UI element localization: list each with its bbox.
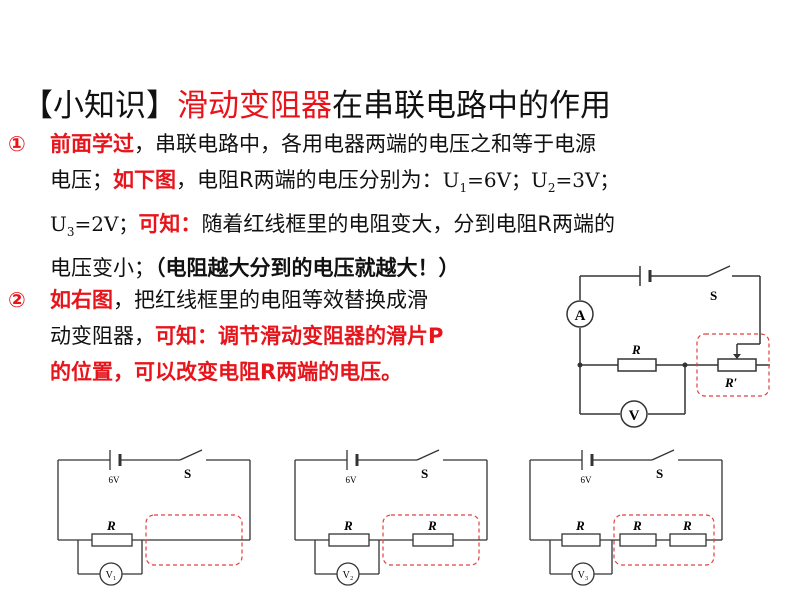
svg-text:6V: 6V [346,475,358,485]
svg-text:R: R [106,518,116,533]
series-circuit-1: V₁ 6V S R [57,449,251,586]
svg-text:V₃: V₃ [578,570,589,581]
svg-text:R′: R′ [724,375,738,390]
point-two-line2a: 动变阻器， [50,324,155,348]
svg-text:R: R [632,518,642,533]
series-circuit-3: V₃ 6V S R R R [529,449,723,586]
point-one-line2c: ，电阻R两端的电压分别为： [176,168,443,192]
point-one-below-figure: 如下图 [113,168,176,192]
svg-text:6V: 6V [109,475,121,485]
point-one-line4: 电压变小； [50,256,155,280]
svg-text:R: R [682,518,692,533]
point-one-known: 可知： [138,212,202,236]
svg-text:S: S [710,288,717,303]
point-two-number: ② [8,288,26,312]
voltmeter-icon [99,562,123,586]
title-bracket: 【小知识】 [22,88,177,124]
point-one-line3: 随着红线框里的电阻变大，分到电阻R两端的 [201,212,616,236]
svg-text:6V: 6V [581,475,593,485]
voltmeter-icon [336,562,360,586]
voltmeter-icon [571,562,595,586]
point-one-line1: ，串联电路中，各用电器两端的电压之和等于电源 [134,132,596,156]
point-one-number: ① [8,132,26,156]
rheostat-circuit-diagram: A V S R R′ [566,265,770,428]
title-rest: 在串联电路中的作用 [332,88,611,124]
svg-text:A: A [575,308,586,324]
u2-value: U2=3V； [531,168,620,195]
svg-text:R: R [575,518,585,533]
point-two-line2b: 可知：调节滑动变阻器的滑片P [155,324,444,348]
point-one-line2a: 电压； [50,168,113,192]
svg-text:R: R [631,342,641,357]
svg-text:S: S [421,466,428,481]
svg-text:S: S [656,466,663,481]
svg-text:R: R [427,518,437,533]
u1-value: U1=6V； [442,168,532,195]
point-two-line1: ，把红线框里的电阻等效替换成滑 [113,288,428,312]
series-circuit-2: V₂ 6V S R R [294,449,488,586]
ammeter-icon [566,300,594,328]
point-two-lead: 如右图 [50,288,113,312]
point-one-lead: 前面学过 [50,132,134,156]
svg-text:S: S [184,466,191,481]
svg-text:V₂: V₂ [343,570,354,581]
voltmeter-icon [620,400,648,428]
svg-text:V: V [629,408,640,424]
svg-text:R: R [343,518,353,533]
point-two-line3: 的位置，可以改变电阻R两端的电压。 [50,360,403,384]
svg-text:V₁: V₁ [106,570,117,581]
point-one-note: （电阻越大分到的电压就越大！） [155,256,460,280]
u3-value: U3=2V； [50,212,139,239]
title-highlight: 滑动变阻器 [177,88,332,124]
point-one: ① 前面学过，串联电路中，各用电器两端的电压之和等于电源 电压；如下图，电阻R两端… [8,126,788,286]
page-title: 【小知识】滑动变阻器在串联电路中的作用 [22,86,611,126]
